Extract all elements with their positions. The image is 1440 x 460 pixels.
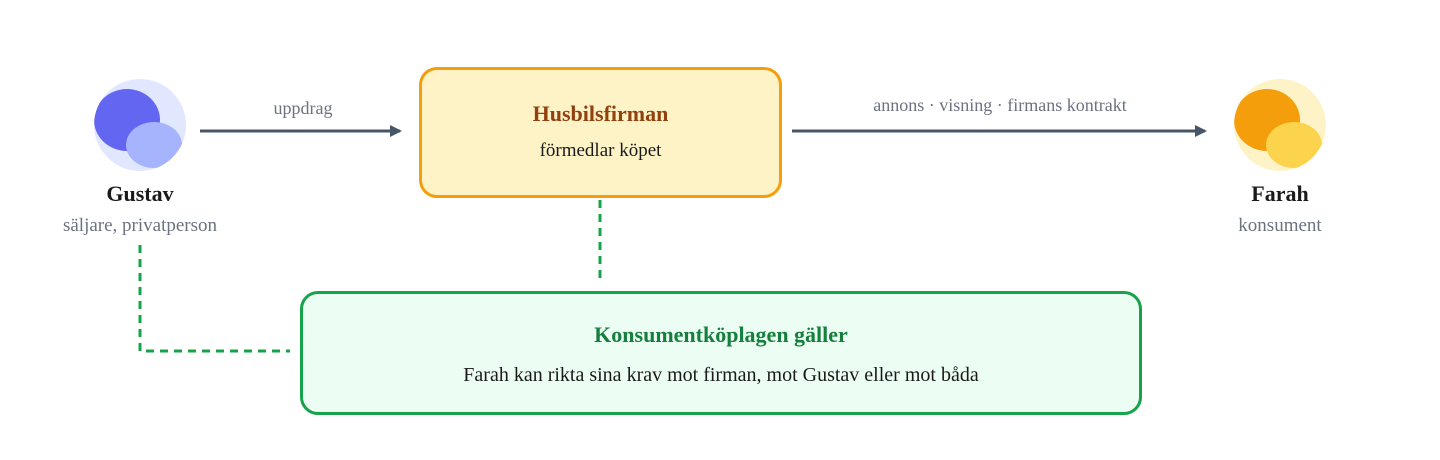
law-title: Konsumentköplagen gäller [594,322,848,347]
buyer-role: konsument [1238,215,1322,236]
buyer-name: Farah [1251,181,1309,206]
edge-label-seller-to-firm: uppdrag [273,98,333,118]
dashed-connector-seller-to-law [138,245,290,353]
law-box: Konsumentköplagen gäller Farah kan rikta… [300,291,1142,415]
law-text: Farah kan rikta sina krav mot firman, mo… [463,364,979,386]
firm-title: Husbilsfirman [532,101,669,126]
seller-name: Gustav [106,181,174,206]
edge-label-firm-to-buyer: annons · visning · firmans kontrakt [873,95,1127,115]
firm-subtitle: förmedlar köpet [539,140,662,161]
seller-role: säljare, privatperson [62,215,218,236]
firm-box: Husbilsfirman förmedlar köpet [419,67,782,198]
buyer-avatar-icon [1234,79,1326,171]
seller-avatar-icon [94,79,186,171]
